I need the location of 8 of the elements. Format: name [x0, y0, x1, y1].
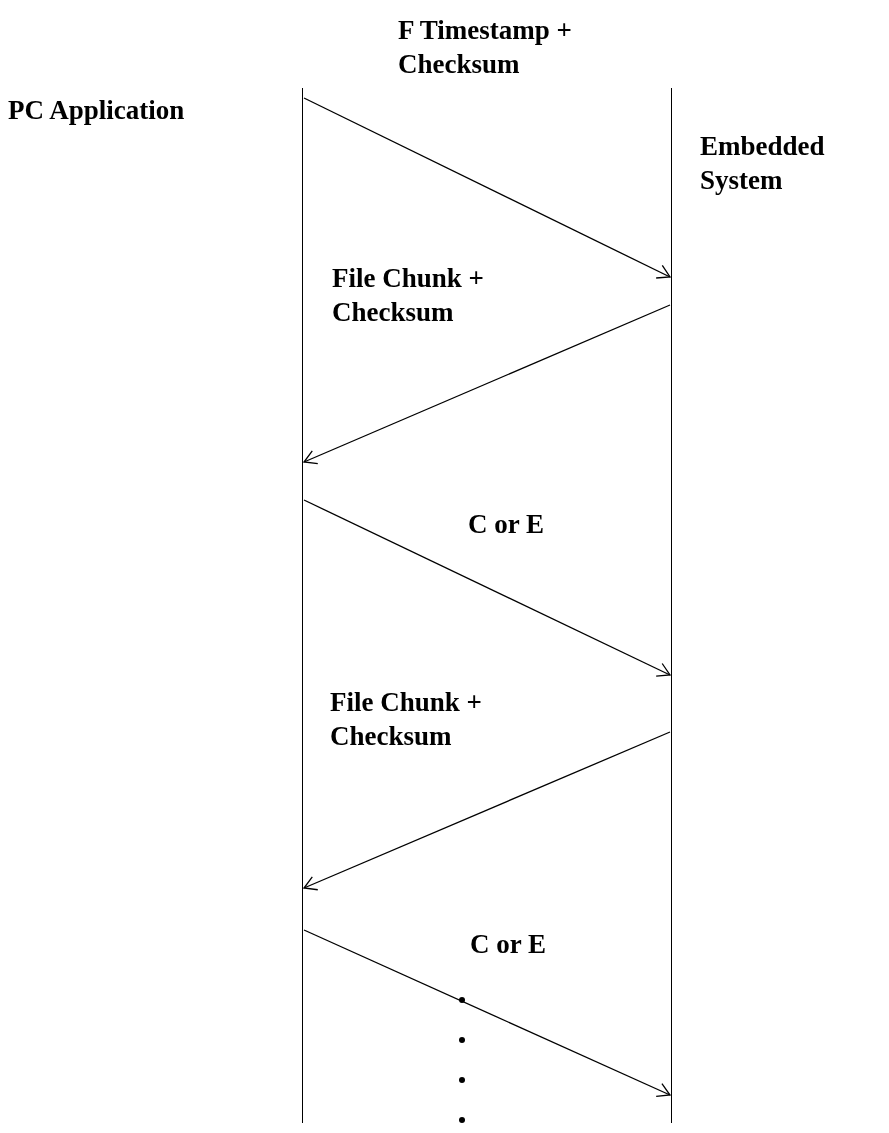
participant-name: PC Application	[8, 94, 186, 127]
message-arrow	[303, 731, 671, 891]
message-arrow	[303, 304, 671, 465]
message-arrow	[303, 929, 671, 1098]
participant-name: Embedded System	[700, 130, 826, 197]
lifeline	[8, 88, 303, 1123]
message-arrow	[303, 97, 671, 279]
message-arrow	[303, 499, 671, 677]
